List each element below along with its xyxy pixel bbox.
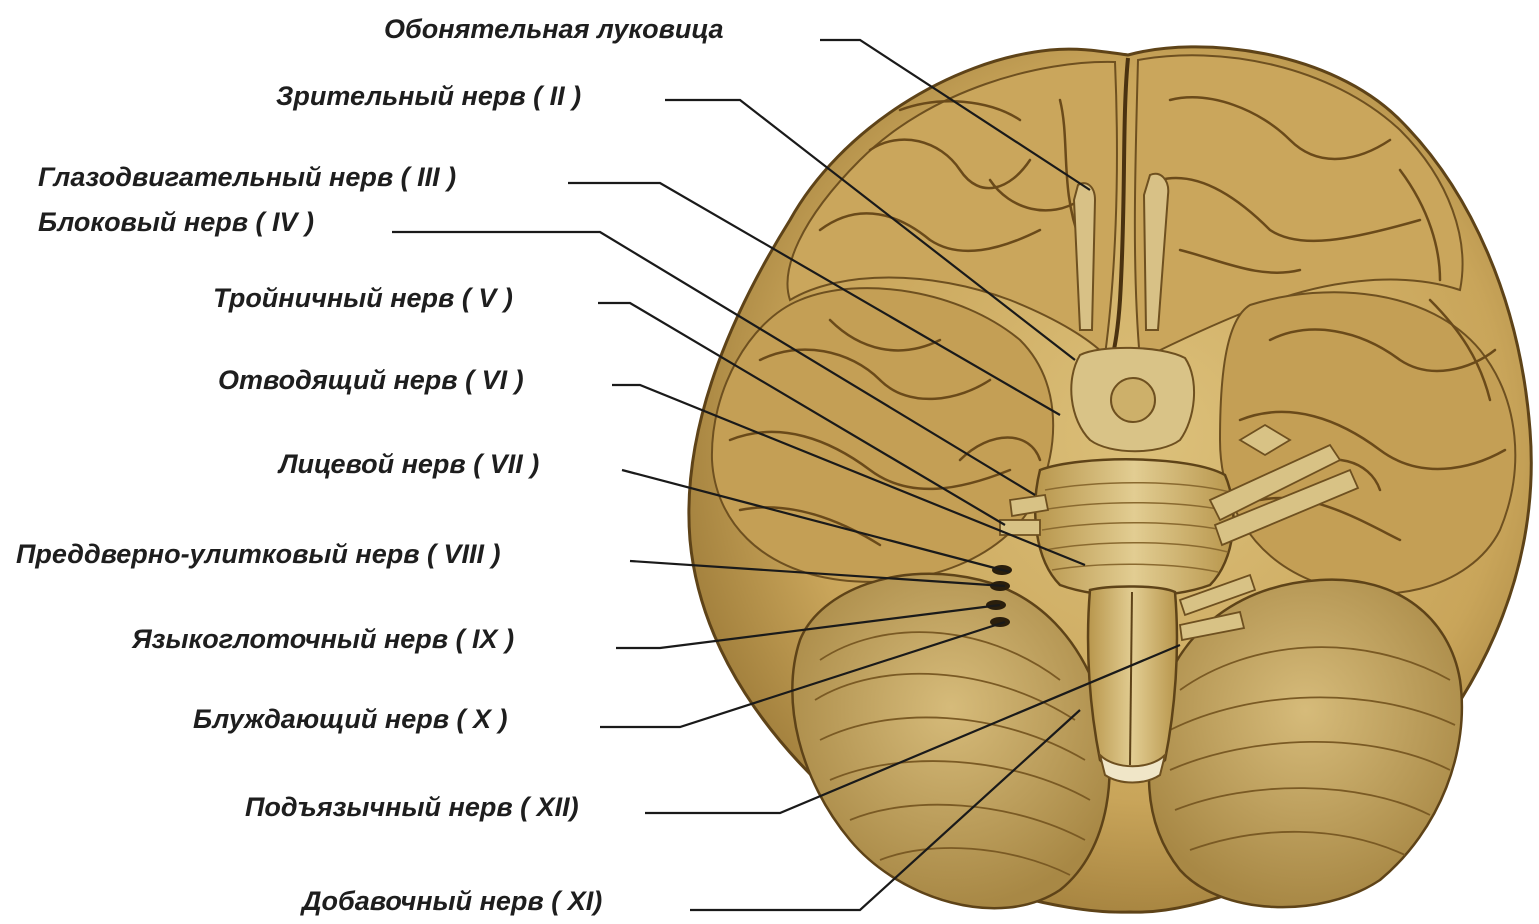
label-vestibulocochlear-nerve: Преддверно-улитковый нерв ( VIII ) <box>16 541 501 568</box>
label-accessory-nerve: Добавочный нерв ( XI) <box>302 888 602 915</box>
label-vagus-nerve: Блуждающий нерв ( X ) <box>193 706 508 733</box>
label-glossopharyngeal-nerve: Языкоглоточный нерв ( IX ) <box>132 626 514 653</box>
label-trochlear-nerve: Блоковый нерв ( IV ) <box>38 209 314 236</box>
mammillary-area <box>1111 378 1155 422</box>
label-hypoglossal-nerve: Подъязычный нерв ( XII) <box>245 794 579 821</box>
label-facial-nerve: Лицевой нерв ( VII ) <box>279 451 539 478</box>
pons <box>1035 459 1233 596</box>
label-trigeminal-nerve: Тройничный нерв ( V ) <box>213 285 513 312</box>
label-optic-nerve: Зрительный нерв ( II ) <box>276 83 581 110</box>
label-olfactory-bulb: Обонятельная луковица <box>384 16 724 43</box>
label-oculomotor-nerve: Глазодвигательный нерв ( III ) <box>38 164 456 191</box>
label-abducens-nerve: Отводящий нерв ( VI ) <box>218 367 524 394</box>
